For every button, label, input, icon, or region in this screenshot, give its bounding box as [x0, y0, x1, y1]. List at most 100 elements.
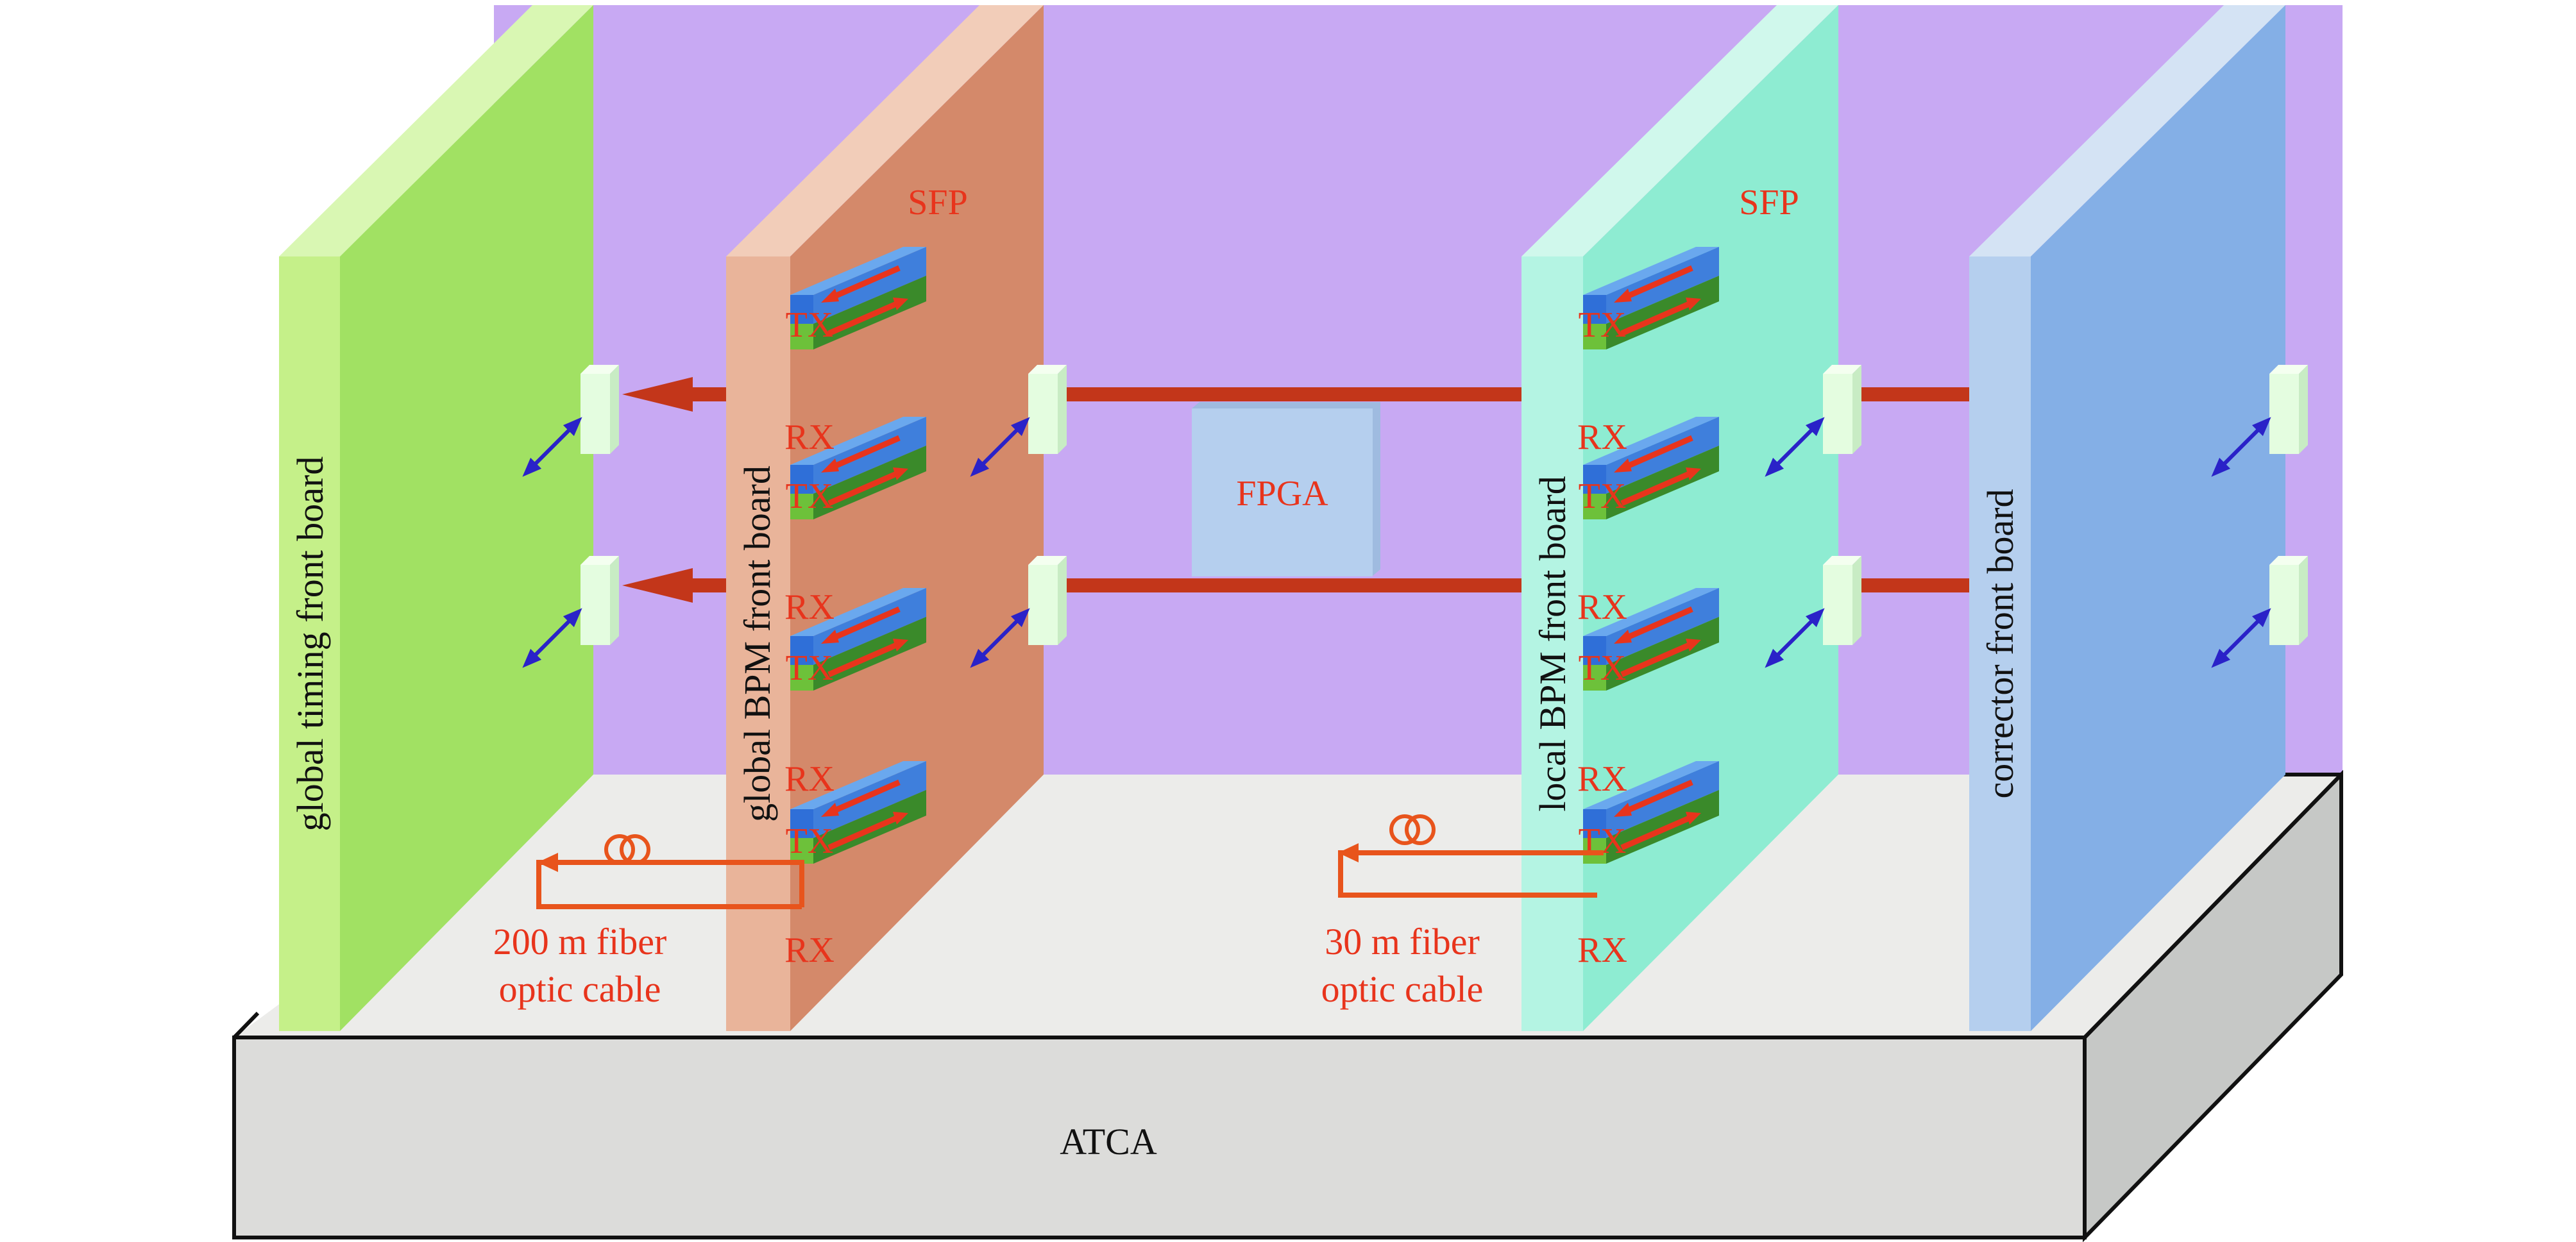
sfp-module — [1583, 761, 1719, 864]
sfp-front-tx — [1583, 295, 1606, 324]
tx-label: TX — [786, 821, 834, 861]
board-timing-label: global timing front board — [289, 457, 331, 832]
sfp-front-rx — [1583, 494, 1606, 519]
sfp-tx-arrow — [1620, 606, 1693, 643]
cable-global: 200 m fiber optic cable — [493, 834, 804, 1010]
sfp-front-tx — [1583, 465, 1606, 494]
sfp-tx-arrow — [827, 265, 901, 302]
connector-side — [2299, 556, 2308, 645]
sfp-front-rx — [790, 494, 813, 519]
base-front — [232, 1036, 2087, 1239]
sfp-front-tx — [790, 636, 813, 665]
sfp-module — [790, 588, 926, 691]
tx-label: TX — [786, 305, 834, 345]
sfp-tx-arrow — [1620, 779, 1693, 816]
tx-label: TX — [1579, 476, 1627, 516]
sfp-rx-arrow — [1620, 299, 1693, 337]
connector-side — [1852, 556, 1861, 645]
board-timing: global timing front board — [279, 5, 593, 1031]
sfp-rx-arrow — [1620, 814, 1693, 851]
backplane-connector — [522, 556, 619, 668]
fpga-block: FPGA — [1192, 402, 1380, 576]
sfp-rx-arrow — [1620, 641, 1693, 678]
rx-label: RX — [1577, 417, 1627, 457]
connector-face — [580, 565, 610, 645]
sfp-label-left: SFP — [908, 183, 967, 222]
sfp-tx-arrowhead — [1614, 803, 1632, 817]
base-top-edge — [2083, 773, 2343, 1039]
connectors — [522, 365, 2308, 668]
rx-label: RX — [784, 930, 835, 970]
cable-global-line1: 200 m fiber — [493, 921, 667, 962]
backplane-connector — [2211, 365, 2308, 477]
connector-side — [1058, 365, 1067, 454]
bidirectional-arrow — [1765, 417, 1825, 477]
sfp-front-tx — [790, 809, 813, 838]
cable-local-coil-1 — [1389, 814, 1420, 845]
sfp-rx-arrowhead — [1686, 639, 1701, 651]
sfp-module — [790, 761, 926, 864]
connector-top — [580, 556, 619, 565]
tx-label: TX — [1579, 305, 1627, 345]
connector-face — [1028, 374, 1058, 454]
bidirectional-arrow — [522, 608, 582, 668]
sfp-front-tx — [790, 295, 813, 324]
sfp-top — [1583, 417, 1719, 465]
sfp-tx-arrow — [827, 435, 901, 472]
rx-label: RX — [1577, 930, 1627, 970]
tx-label: TX — [786, 476, 834, 516]
fpga-label: FPGA — [1236, 474, 1328, 514]
tx-label: TX — [786, 648, 834, 688]
backplane-connector — [970, 365, 1067, 477]
sfp-tx-arrow — [1620, 435, 1693, 472]
board-global-bpm: global BPM front board — [726, 5, 1044, 1031]
sfp-top — [1583, 247, 1719, 295]
sfp-front-tx — [790, 465, 813, 494]
sfp-module — [1583, 588, 1719, 691]
backplane-connector — [2211, 556, 2308, 668]
connector-top — [1823, 556, 1861, 565]
connector-side — [1852, 365, 1861, 454]
sfp-modules — [790, 247, 1719, 864]
sfp-rx-arrowhead — [893, 467, 908, 480]
connector-face — [1823, 374, 1852, 454]
connector-face — [1823, 565, 1852, 645]
cable-local-coil-2 — [1405, 814, 1436, 845]
board-global-bpm-label: global BPM front board — [736, 466, 778, 822]
connector-face — [580, 374, 610, 454]
connector-face — [2269, 374, 2299, 454]
sfp-rx-arrow — [827, 641, 901, 678]
sfp-front-tx — [1583, 636, 1606, 665]
cable-global-line2: optic cable — [499, 968, 661, 1010]
rx-label: RX — [784, 759, 835, 799]
sfp-rx-arrow — [827, 814, 901, 851]
sfp-label-right: SFP — [1739, 183, 1799, 222]
connector-side — [610, 556, 619, 645]
rx-label: RX — [1577, 587, 1627, 627]
sfp-front-rx — [1583, 324, 1606, 349]
sfp-front-rx — [790, 838, 813, 864]
sfp-rx-arrowhead — [1686, 298, 1701, 310]
bidirectional-arrow — [970, 417, 1030, 477]
backplane-connector — [970, 556, 1067, 668]
sfp-rx-arrowhead — [893, 639, 908, 651]
sfp-front-tx — [1583, 809, 1606, 838]
sfp-tx-arrowhead — [821, 458, 839, 473]
bidirectional-arrow — [970, 608, 1030, 668]
cable-global-coil-2 — [620, 834, 650, 865]
backplane-connector — [1765, 556, 1861, 668]
connector-top — [2269, 556, 2308, 565]
connector-top — [2269, 365, 2308, 374]
connector-face — [1028, 565, 1058, 645]
base-label: ATCA — [1060, 1121, 1157, 1162]
sfp-tx-arrowhead — [821, 289, 839, 303]
rx-label: RX — [1577, 759, 1627, 799]
backplane-connector — [522, 365, 619, 477]
connector-face — [2269, 565, 2299, 645]
rx-label: RX — [784, 417, 835, 457]
cable-local-line1: 30 m fiber — [1325, 921, 1480, 962]
connector-top — [1028, 365, 1067, 374]
connector-top — [1823, 365, 1861, 374]
connector-top — [1028, 556, 1067, 565]
